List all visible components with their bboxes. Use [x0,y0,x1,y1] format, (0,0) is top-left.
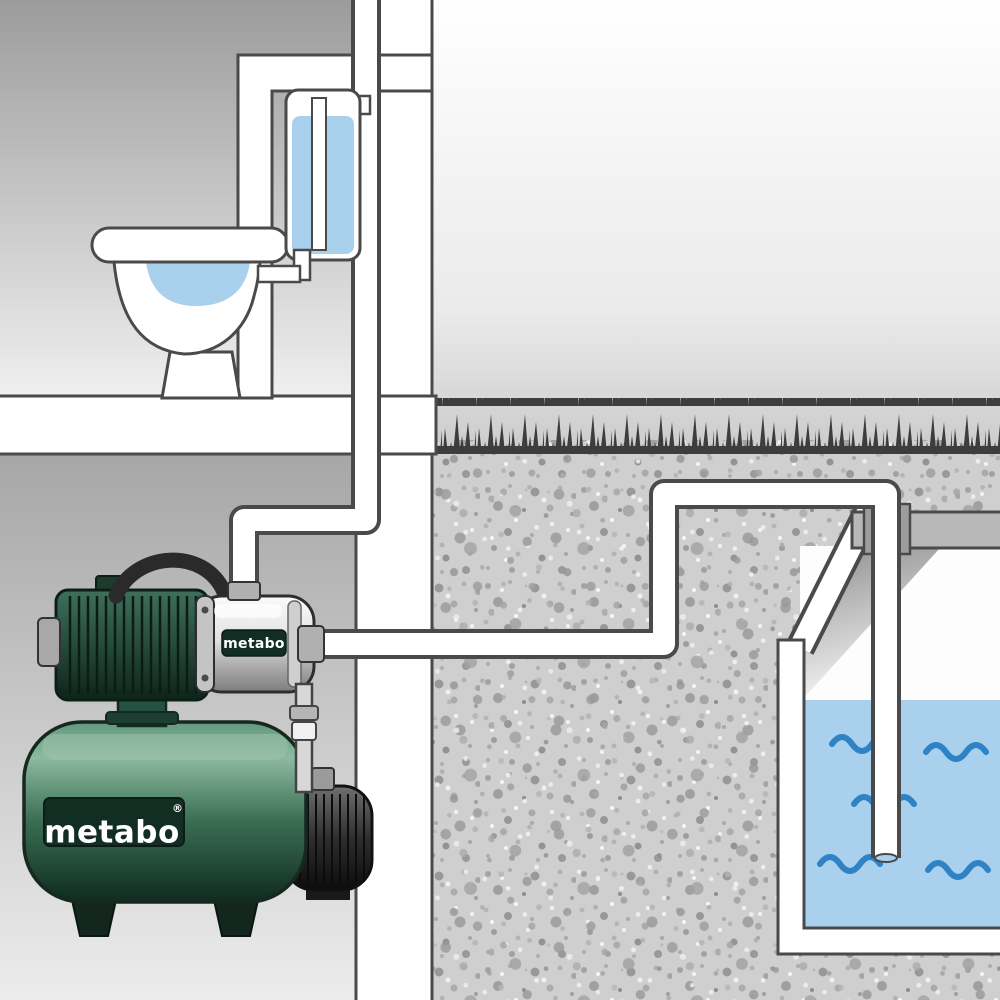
pump-head-bolt-bottom [201,674,209,682]
toilet [90,226,290,400]
pump-station: metabo ® metabo [22,552,374,937]
metabo-tank-logo-mark: ® [172,802,183,815]
flush-pipe [256,248,312,284]
drain-line [289,682,319,794]
grass-strip [424,398,1000,454]
motor-capacitor [37,617,61,667]
pump-tank-connector-flange [105,711,179,725]
suction-pipe-body [322,483,897,858]
pump-head-left-collar [195,595,215,693]
metabo-tank-label-panel [43,797,185,847]
pressure-tank-highlight [42,734,288,760]
carry-handle [108,552,232,604]
suction-pipe-opening [874,853,898,863]
sky [424,0,1000,448]
pump-head-shine [214,604,282,618]
flush-pipe-horizontal [256,264,302,284]
toilet-bowl-water [146,262,250,306]
metabo-pump-logo: metabo [223,636,285,652]
pump-head-bolt-top [201,606,209,614]
toilet-cistern [284,88,362,262]
tank-foot-left [70,899,118,937]
drain-valve [291,721,317,741]
pressure-tank: metabo ® [22,720,308,937]
motor-cooling-fins [68,596,198,694]
tank-walls [776,638,1000,956]
metabo-pump-label-panel [221,629,287,657]
riser-pipe [229,0,381,606]
toilet-seat [90,226,290,264]
riser-pipe-body [233,0,377,606]
toilet-pedestal [160,350,242,400]
booster-pump-top-port [311,767,335,791]
suction-pipe [322,479,901,863]
drain-fitting [289,705,319,721]
pump-head: metabo [194,581,325,694]
riser-pipe-fitting [227,581,261,601]
tank-foot-right [212,899,260,937]
cistern-overflow-tube [311,97,327,251]
suction-outlet-flange [297,625,325,663]
metabo-tank-logo: metabo [44,815,180,851]
